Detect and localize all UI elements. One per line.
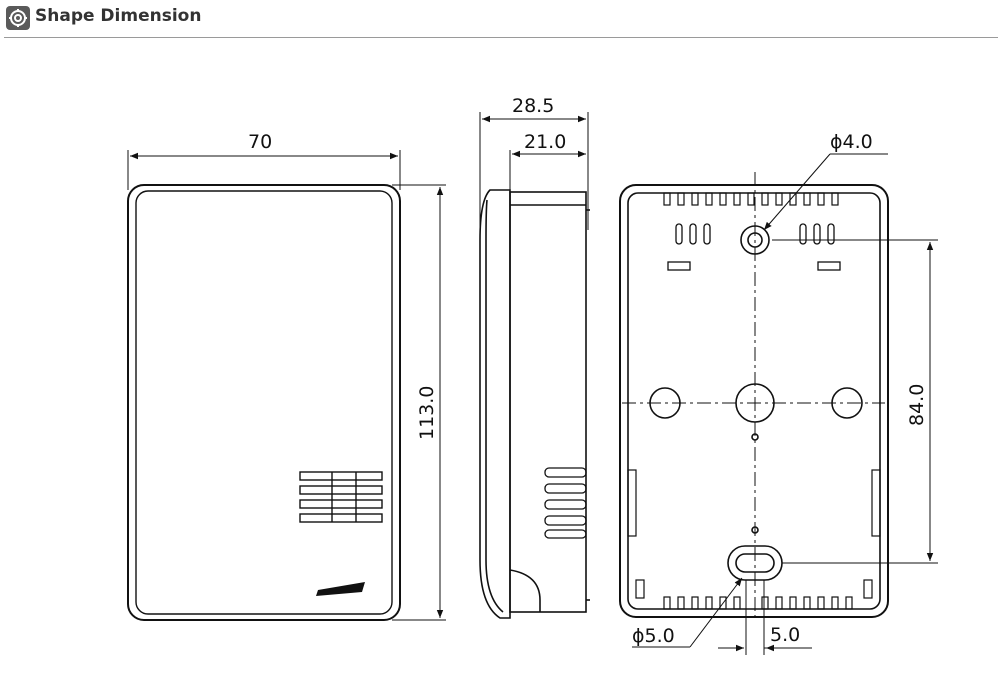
back-outline (619, 184, 889, 618)
side-body (509, 191, 587, 613)
dim-front-height (392, 184, 446, 621)
back-top-ribs (663, 192, 839, 206)
dim-front-width (127, 150, 401, 190)
back-side-clips (627, 469, 881, 599)
label-front-width: 70 (248, 131, 272, 153)
dim-back-slot-diameter (632, 577, 743, 648)
back-view (619, 184, 889, 618)
dim-back-spacing (772, 239, 938, 564)
side-vent-fins (544, 467, 587, 539)
front-inner-outline (135, 190, 393, 615)
label-back-slot-width: 5.0 (770, 624, 800, 646)
header-divider (4, 37, 998, 38)
dim-back-top-hole (763, 153, 888, 231)
brand-logo (316, 582, 365, 596)
label-side-body: 21.0 (524, 131, 566, 153)
label-back-slot-diameter: ϕ5.0 (632, 625, 675, 647)
page-header: Shape Dimension (0, 0, 1004, 38)
front-outline (127, 184, 401, 621)
label-side-total: 28.5 (512, 95, 554, 117)
side-cover (479, 189, 511, 619)
settings-icon (6, 6, 30, 30)
section-title: Shape Dimension (35, 6, 202, 26)
label-front-height: 113.0 (416, 386, 438, 440)
back-centre-lines (622, 172, 885, 620)
dim-side-total (479, 112, 589, 250)
dim-side-body (509, 150, 586, 190)
front-view (127, 184, 401, 621)
back-top-slots (667, 223, 841, 271)
front-vent-slots (299, 471, 383, 523)
dim-back-slot-width (718, 580, 812, 655)
label-back-spacing: 84.0 (906, 384, 928, 426)
label-back-top-hole: ϕ4.0 (830, 131, 873, 153)
back-bottom-ribs (663, 596, 853, 610)
side-view (479, 189, 590, 619)
